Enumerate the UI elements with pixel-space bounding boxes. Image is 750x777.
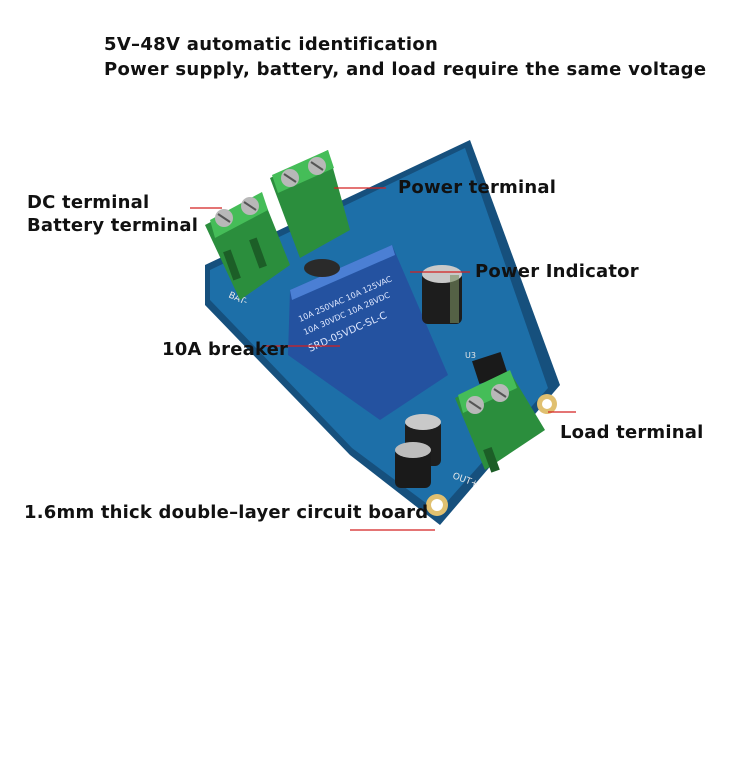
- capacitor-top: [422, 265, 462, 324]
- label-load-terminal: Load terminal: [560, 422, 704, 443]
- dc-battery-terminal-block: [205, 192, 290, 300]
- label-dc-terminal: DC terminal: [27, 192, 150, 213]
- header: 5V–48V automatic identification Power su…: [104, 32, 706, 82]
- label-battery-terminal: Battery terminal: [27, 215, 199, 236]
- header-line-1: 5V–48V automatic identification: [104, 34, 439, 55]
- power-terminal-block: [270, 150, 350, 258]
- silkscreen-u3: U3: [465, 351, 476, 360]
- label-power-indicator: Power Indicator: [475, 261, 639, 282]
- load-terminal-block: [455, 370, 545, 473]
- label-breaker: 10A breaker: [162, 339, 289, 360]
- leader-lines: [190, 187, 576, 531]
- label-board: 1.6mm thick double–layer circuit board: [24, 502, 429, 523]
- label-power-terminal: Power terminal: [398, 177, 557, 198]
- header-line-2: Power supply, battery, and load require …: [104, 59, 707, 80]
- capacitor-bottom-2: [395, 442, 431, 488]
- relay: 10A 250VAC 10A 125VAC 10A 30VDC 10A 28VD…: [288, 245, 448, 420]
